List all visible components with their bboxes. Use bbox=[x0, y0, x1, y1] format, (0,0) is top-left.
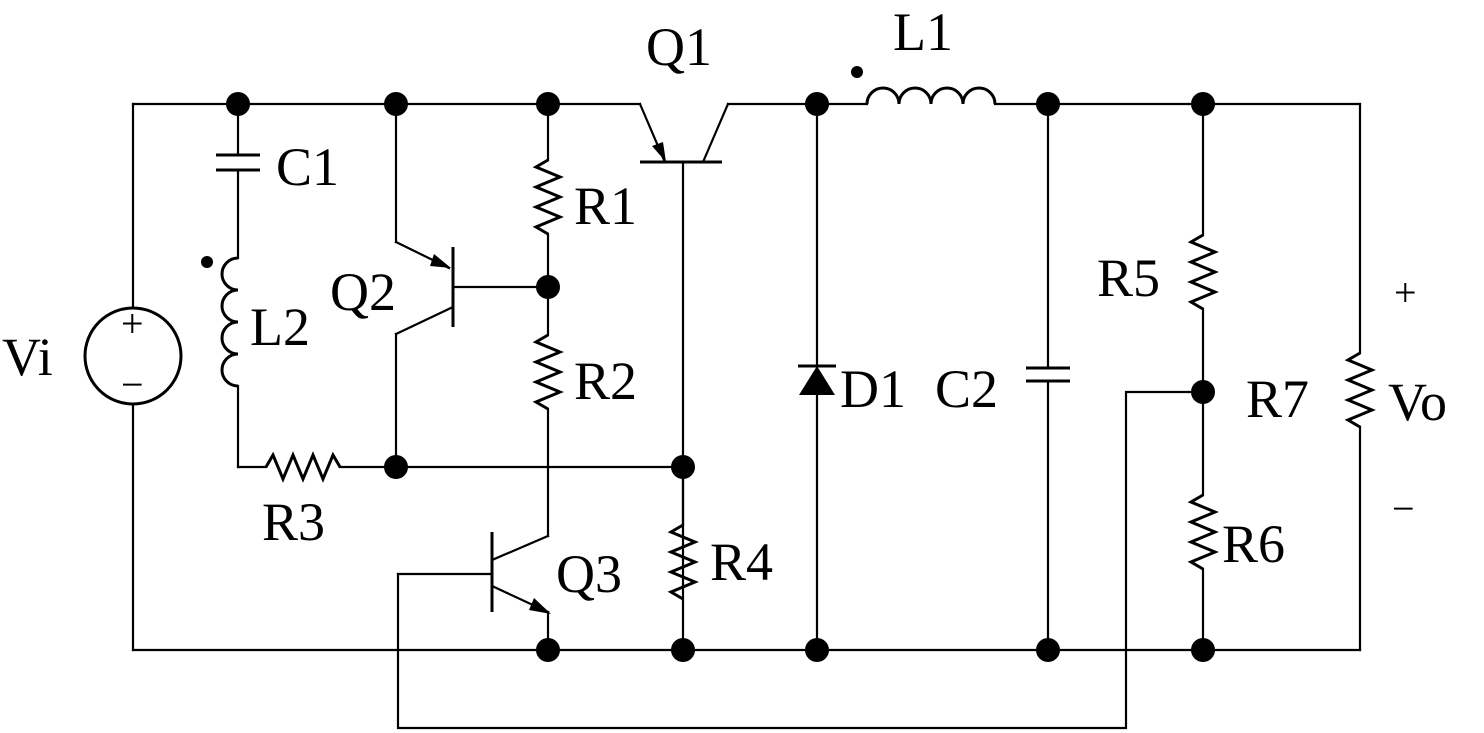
r1-label: R1 bbox=[574, 176, 637, 236]
vi-label: Vi bbox=[2, 327, 53, 387]
vo-plus-sign: + bbox=[1394, 270, 1417, 315]
r3-label: R3 bbox=[262, 492, 325, 552]
junction-dot bbox=[1036, 92, 1060, 116]
l2-inductor bbox=[201, 256, 238, 467]
d1-label: D1 bbox=[840, 359, 906, 419]
l2-polarity-dot bbox=[201, 256, 213, 268]
vi-plus-sign: + bbox=[121, 301, 144, 346]
l2-label: L2 bbox=[250, 297, 310, 357]
c1-label: C1 bbox=[276, 137, 339, 197]
junction-dot bbox=[805, 638, 829, 662]
r2-resistor bbox=[536, 335, 560, 536]
junction-dot bbox=[384, 92, 408, 116]
r5-resistor bbox=[1191, 104, 1215, 495]
q3-transistor bbox=[398, 532, 551, 650]
r5-label: R5 bbox=[1097, 248, 1160, 308]
q3-label: Q3 bbox=[556, 544, 622, 604]
junction-dot bbox=[671, 638, 695, 662]
c2-capacitor bbox=[1026, 104, 1070, 650]
feedback-wire bbox=[398, 392, 1203, 728]
junction-dot bbox=[1191, 380, 1215, 404]
junction-dot bbox=[536, 638, 560, 662]
junction-dot bbox=[384, 455, 408, 479]
junction-dot bbox=[536, 275, 560, 299]
junction-dot bbox=[1036, 638, 1060, 662]
r4-label: R4 bbox=[710, 532, 773, 592]
r3-resistor bbox=[238, 455, 683, 479]
junction-dot bbox=[805, 92, 829, 116]
junction-dot bbox=[536, 92, 560, 116]
r6-resistor bbox=[1191, 495, 1215, 650]
vo-minus-sign: − bbox=[1392, 486, 1415, 531]
vo-label: Vo bbox=[1388, 372, 1447, 432]
junction-dot bbox=[226, 92, 250, 116]
r2-label: R2 bbox=[574, 351, 637, 411]
r7-resistor bbox=[1348, 104, 1372, 650]
l1-inductor bbox=[851, 66, 995, 104]
junction-dot bbox=[1191, 92, 1215, 116]
q2-label: Q2 bbox=[330, 262, 396, 322]
c2-label: C2 bbox=[935, 359, 998, 419]
junction-dot bbox=[1191, 638, 1215, 662]
q1-label: Q1 bbox=[646, 17, 712, 77]
c1-capacitor bbox=[216, 104, 260, 258]
vi-minus-sign: − bbox=[121, 362, 144, 407]
d1-diode bbox=[798, 104, 836, 650]
junction-dot bbox=[671, 455, 695, 479]
r7-label: R7 bbox=[1246, 369, 1309, 429]
r6-label: R6 bbox=[1222, 514, 1285, 574]
l1-label: L1 bbox=[893, 2, 953, 62]
q2-transistor bbox=[396, 104, 548, 467]
l1-polarity-dot bbox=[851, 66, 863, 78]
r1-resistor bbox=[536, 104, 560, 335]
